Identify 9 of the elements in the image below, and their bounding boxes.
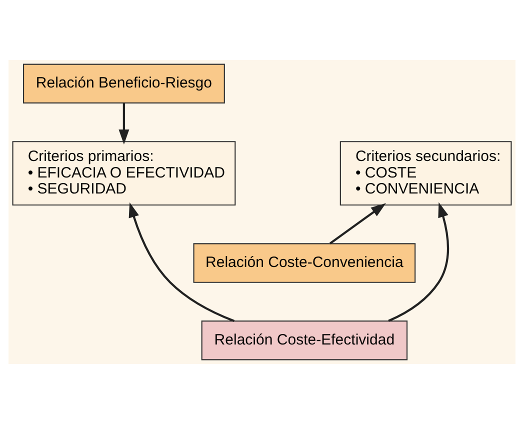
node-box: Relación Coste-Efectividad: [201, 320, 408, 360]
node-box: Criterios primarios: • EFICACIA O EFECTIVIDAD • SEGURIDAD: [12, 141, 236, 206]
arrow: [388, 202, 449, 322]
arrow: [128, 202, 235, 322]
arrow: [329, 203, 386, 244]
node-box: Relación Beneficio-Riesgo: [22, 64, 225, 104]
node-box: Relación Coste-Conveniencia: [193, 243, 416, 283]
node-box: Criterios secundarios: • COSTE • CONVENIENCIA: [340, 141, 512, 206]
arrow: [118, 103, 130, 145]
